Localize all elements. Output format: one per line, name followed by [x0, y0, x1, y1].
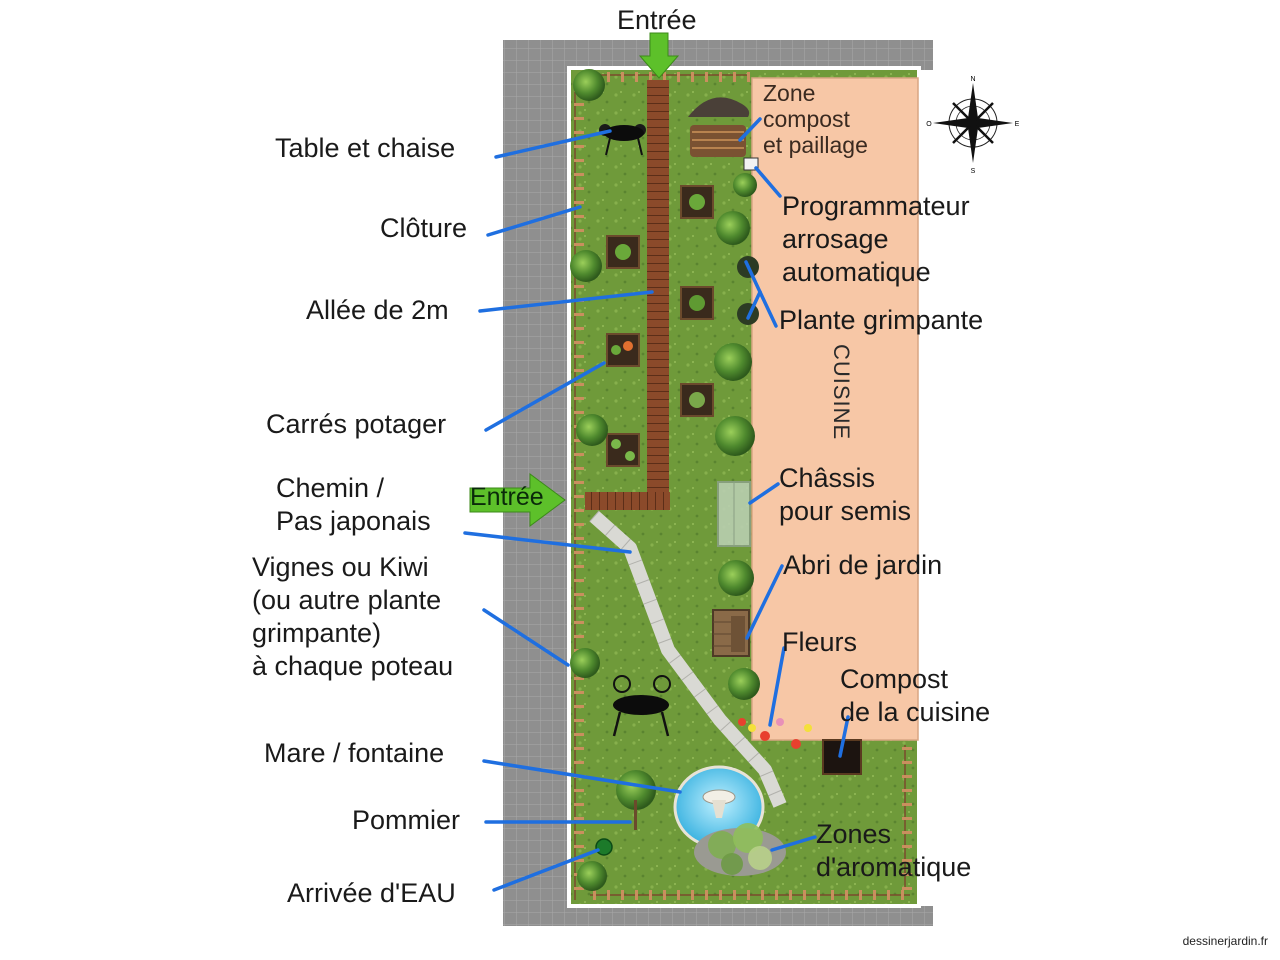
label-programmateur: Programmateur arrosage automatique: [782, 191, 970, 287]
vegetable-boxes: [606, 185, 714, 467]
label-aromatique: Zones d'aromatique: [816, 819, 972, 882]
wooden-alley: [647, 80, 669, 500]
entrance-arrow-side: [469, 473, 566, 527]
entrance-arrow-top: [638, 32, 680, 79]
compost-heap: [688, 97, 750, 157]
label-fleurs: Fleurs: [782, 627, 858, 657]
label-cuisine: CUISINE: [829, 344, 854, 441]
shrubs: [570, 69, 760, 891]
credit-text: dessinerjardin.fr: [1182, 934, 1268, 948]
label-table-chaise: Table et chaise: [275, 133, 456, 163]
wooden-landing: [585, 492, 670, 510]
irrigation-timer: [743, 157, 759, 171]
aromatic-zone: [694, 823, 786, 876]
label-plante-grimpante: Plante grimpante: [779, 305, 984, 335]
compass-e: E: [1015, 121, 1020, 128]
kitchen-building: [751, 77, 919, 741]
leader-lines: [463, 117, 850, 892]
compass-n: N: [970, 76, 975, 83]
label-allee: Allée de 2m: [306, 295, 449, 325]
label-chemin: Chemin / Pas japonais: [276, 473, 431, 536]
label-entree-side: Entrée: [470, 483, 544, 511]
compass-o: O: [926, 121, 932, 128]
label-cloture: Clôture: [380, 213, 468, 243]
patio-table: [612, 675, 671, 737]
label-chassis: Châssis pour semis: [779, 463, 912, 526]
compass-s: S: [971, 168, 976, 175]
label-zone-compost: Zone compost et paillage: [763, 80, 868, 158]
label-abri: Abri de jardin: [783, 550, 943, 580]
stepping-stone-path: [589, 510, 787, 808]
label-compost-cuisine: Compost de la cuisine: [840, 664, 991, 727]
label-carres: Carrés potager: [266, 409, 447, 439]
label-pommier: Pommier: [352, 805, 461, 835]
garden-shed: [712, 609, 750, 657]
label-vignes: Vignes ou Kiwi (ou autre plante grimpant…: [252, 552, 454, 681]
label-mare: Mare / fontaine: [264, 738, 445, 768]
label-entree-top: Entrée: [617, 5, 697, 35]
water-inlet: [595, 838, 613, 856]
fence: [574, 72, 912, 900]
flowers: [738, 718, 812, 749]
compass-rose-icon: N S E O: [926, 76, 1019, 175]
label-arrivee: Arrivée d'EAU: [287, 878, 456, 908]
